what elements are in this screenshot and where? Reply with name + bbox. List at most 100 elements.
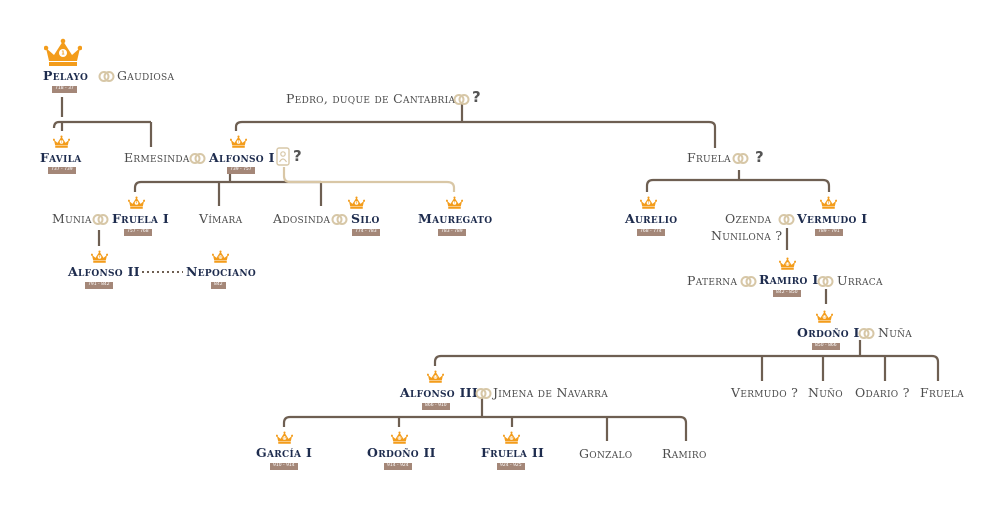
king-aurelio[interactable]: Aurelio: [625, 211, 678, 226]
rings-icon: [98, 68, 115, 82]
crown-icon: 3: [229, 133, 248, 148]
person-urraca[interactable]: Urraca: [837, 273, 883, 288]
king-ordono-i[interactable]: Ordoño I: [797, 325, 860, 340]
person-paterna[interactable]: Paterna: [687, 273, 738, 288]
person-fruela[interactable]: Fruela: [687, 150, 731, 165]
svg-text:4: 4: [136, 202, 138, 205]
person-vimara[interactable]: Vímara: [199, 211, 243, 226]
king-ordono-ii[interactable]: Ordoño II: [367, 445, 436, 460]
nun-icon: [276, 147, 290, 166]
crown-icon: 14: [275, 429, 294, 444]
reign-vermudo-i: 789 - 791: [815, 229, 843, 237]
svg-text:10: 10: [219, 256, 223, 259]
crown-icon: 15: [390, 429, 409, 444]
rings-icon: [331, 211, 348, 225]
crown-icon: 13: [426, 368, 445, 383]
line-pedro-children: [234, 104, 717, 148]
reign-garcia-i: 910 - 914: [270, 463, 298, 471]
king-silo[interactable]: Silo: [351, 211, 380, 226]
person-ramiro[interactable]: Ramiro: [662, 446, 707, 461]
svg-text:13: 13: [434, 376, 438, 379]
line-alfonso3-children: [282, 398, 688, 441]
svg-text:15: 15: [398, 437, 402, 440]
reign-alfonso-ii: 791 - 842: [85, 282, 113, 290]
person-nuna[interactable]: Nuña: [878, 325, 913, 340]
unknown-spouse-pedro: ?: [472, 88, 481, 106]
reign-fruela-ii: 924 - 925: [497, 463, 525, 471]
king-alfonso-i[interactable]: Alfonso I: [209, 150, 275, 165]
king-mauregato[interactable]: Mauregato: [418, 211, 493, 226]
king-garcia-i[interactable]: García I: [256, 445, 313, 460]
crown-icon: 8: [819, 194, 838, 209]
svg-text:14: 14: [283, 437, 287, 440]
line-pelayo-children: [59, 97, 153, 147]
crown-icon: 4: [127, 194, 146, 209]
person-adosinda[interactable]: Adosinda: [273, 211, 331, 226]
rings-icon: [732, 150, 749, 164]
svg-text:11: 11: [786, 263, 790, 266]
svg-text:8: 8: [828, 202, 830, 205]
crown-icon: 9: [90, 248, 109, 263]
line-ordono1-children: [433, 340, 940, 381]
rings-icon: [778, 211, 795, 225]
reign-ordono-ii: 914 - 924: [384, 463, 412, 471]
king-ramiro-i[interactable]: Ramiro I: [759, 272, 819, 287]
person-jimena[interactable]: Jimena de Navarra: [493, 385, 608, 400]
reign-silo: 774 - 783: [352, 229, 380, 237]
crown-icon: 6: [347, 194, 366, 209]
person-munia[interactable]: Munia: [52, 211, 92, 226]
person-nuno[interactable]: Nuño: [808, 385, 843, 400]
crown-icon: 11: [778, 255, 797, 270]
king-nepociano[interactable]: Nepociano: [186, 264, 257, 279]
svg-text:16: 16: [510, 437, 514, 440]
rings-icon: [189, 150, 206, 164]
crown-icon: 10: [211, 248, 230, 263]
crown-icon: 12: [815, 308, 834, 323]
reign-ramiro-i: 842 - 850: [773, 290, 801, 298]
reign-mauregato: 783 - 789: [438, 229, 466, 237]
rings-icon: [475, 385, 492, 399]
crown-icon: 1: [43, 38, 83, 66]
svg-text:7: 7: [454, 202, 456, 205]
person-fruela-son[interactable]: Fruela: [920, 385, 964, 400]
unknown-spouse-fruela: ?: [755, 148, 764, 166]
king-fruela-ii[interactable]: Fruela II: [481, 445, 545, 460]
reign-alfonso-i: 739 - 757: [227, 167, 255, 175]
king-pelayo[interactable]: Pelayo: [43, 68, 89, 83]
reign-nepociano: 842: [211, 282, 226, 290]
king-fruela-i[interactable]: Fruela I: [112, 211, 169, 226]
person-pedro[interactable]: Pedro, duque de Cantabria: [286, 91, 456, 106]
line-fruela-children: [645, 170, 831, 192]
svg-text:2: 2: [61, 141, 63, 144]
svg-text:12: 12: [823, 316, 827, 319]
reign-fruela-i: 757 - 768: [124, 229, 152, 237]
crown-icon: 2: [52, 133, 71, 148]
king-vermudo-i[interactable]: Vermudo I: [797, 211, 868, 226]
person-gonzalo[interactable]: Gonzalo: [579, 446, 633, 461]
person-nunilona[interactable]: Nunilona ?: [711, 228, 783, 243]
king-favila[interactable]: Favila: [40, 150, 82, 165]
crown-icon: 5: [639, 194, 658, 209]
rings-icon: [817, 273, 834, 287]
reign-pelayo: 718 - 37: [52, 86, 77, 94]
rings-icon: [92, 211, 109, 225]
person-ermesinda[interactable]: Ermesinda: [124, 150, 190, 165]
person-gaudiosa[interactable]: Gaudiosa: [117, 68, 175, 83]
svg-text:9: 9: [99, 256, 101, 259]
reign-ordono-i: 850 - 866: [812, 343, 840, 351]
svg-text:3: 3: [238, 141, 240, 144]
rings-icon: [453, 91, 470, 105]
rings-icon: [740, 273, 757, 287]
svg-text:6: 6: [356, 202, 358, 205]
svg-text:1: 1: [61, 51, 65, 57]
king-alfonso-iii[interactable]: Alfonso III: [400, 385, 479, 400]
person-odario[interactable]: Odario ?: [855, 385, 910, 400]
person-vermudo[interactable]: Vermudo ?: [731, 385, 799, 400]
reign-aurelio: 768 - 774: [637, 229, 665, 237]
person-ozenda[interactable]: Ozenda: [725, 211, 772, 226]
king-alfonso-ii[interactable]: Alfonso II: [68, 264, 140, 279]
line-alfonso1-children: [133, 172, 323, 206]
line-alfonso1-mauregato: [282, 167, 456, 192]
unknown-alfonso-i: ?: [293, 147, 302, 165]
